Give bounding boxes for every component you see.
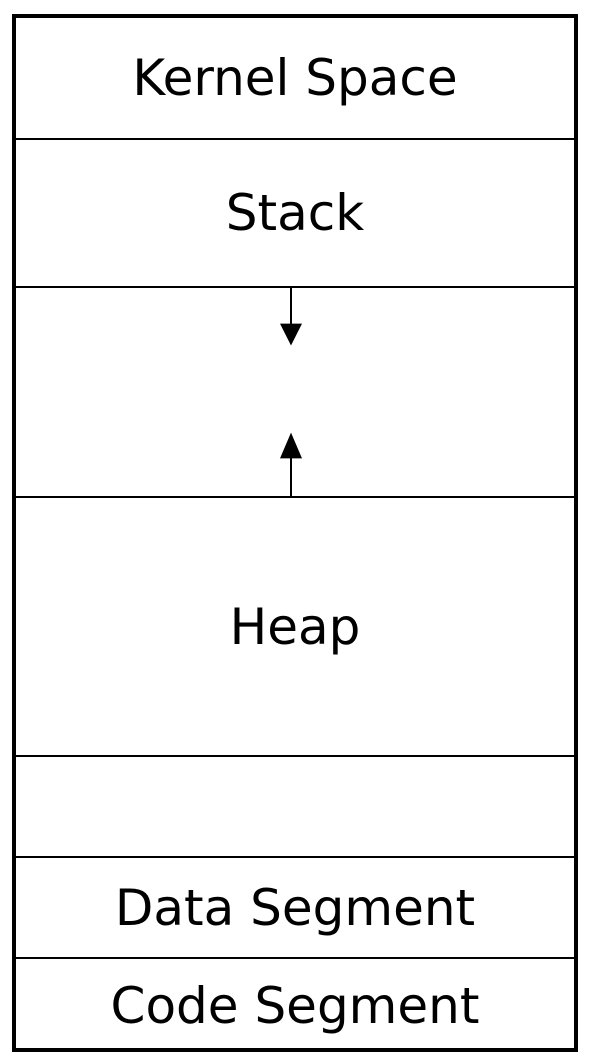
heap-label: Heap xyxy=(229,597,361,656)
free-gap-region xyxy=(16,288,574,498)
memory-layout-diagram: Kernel Space Stack Heap Data Segment Cod… xyxy=(12,14,578,1052)
data-segment: Data Segment xyxy=(16,858,574,959)
heap-growth-up-arrow-icon xyxy=(280,432,302,496)
growth-arrows xyxy=(280,288,302,496)
heap-segment: Heap xyxy=(16,498,574,757)
code-segment: Code Segment xyxy=(16,959,574,1052)
kernel-space-label: Kernel Space xyxy=(132,49,458,107)
stack-label: Stack xyxy=(225,184,365,242)
kernel-space-segment: Kernel Space xyxy=(16,18,574,140)
stack-growth-down-arrow-icon xyxy=(280,288,302,346)
unmapped-segment xyxy=(16,757,574,858)
code-segment-label: Code Segment xyxy=(110,976,480,1035)
data-segment-label: Data Segment xyxy=(114,878,476,937)
stack-segment: Stack xyxy=(16,140,574,288)
